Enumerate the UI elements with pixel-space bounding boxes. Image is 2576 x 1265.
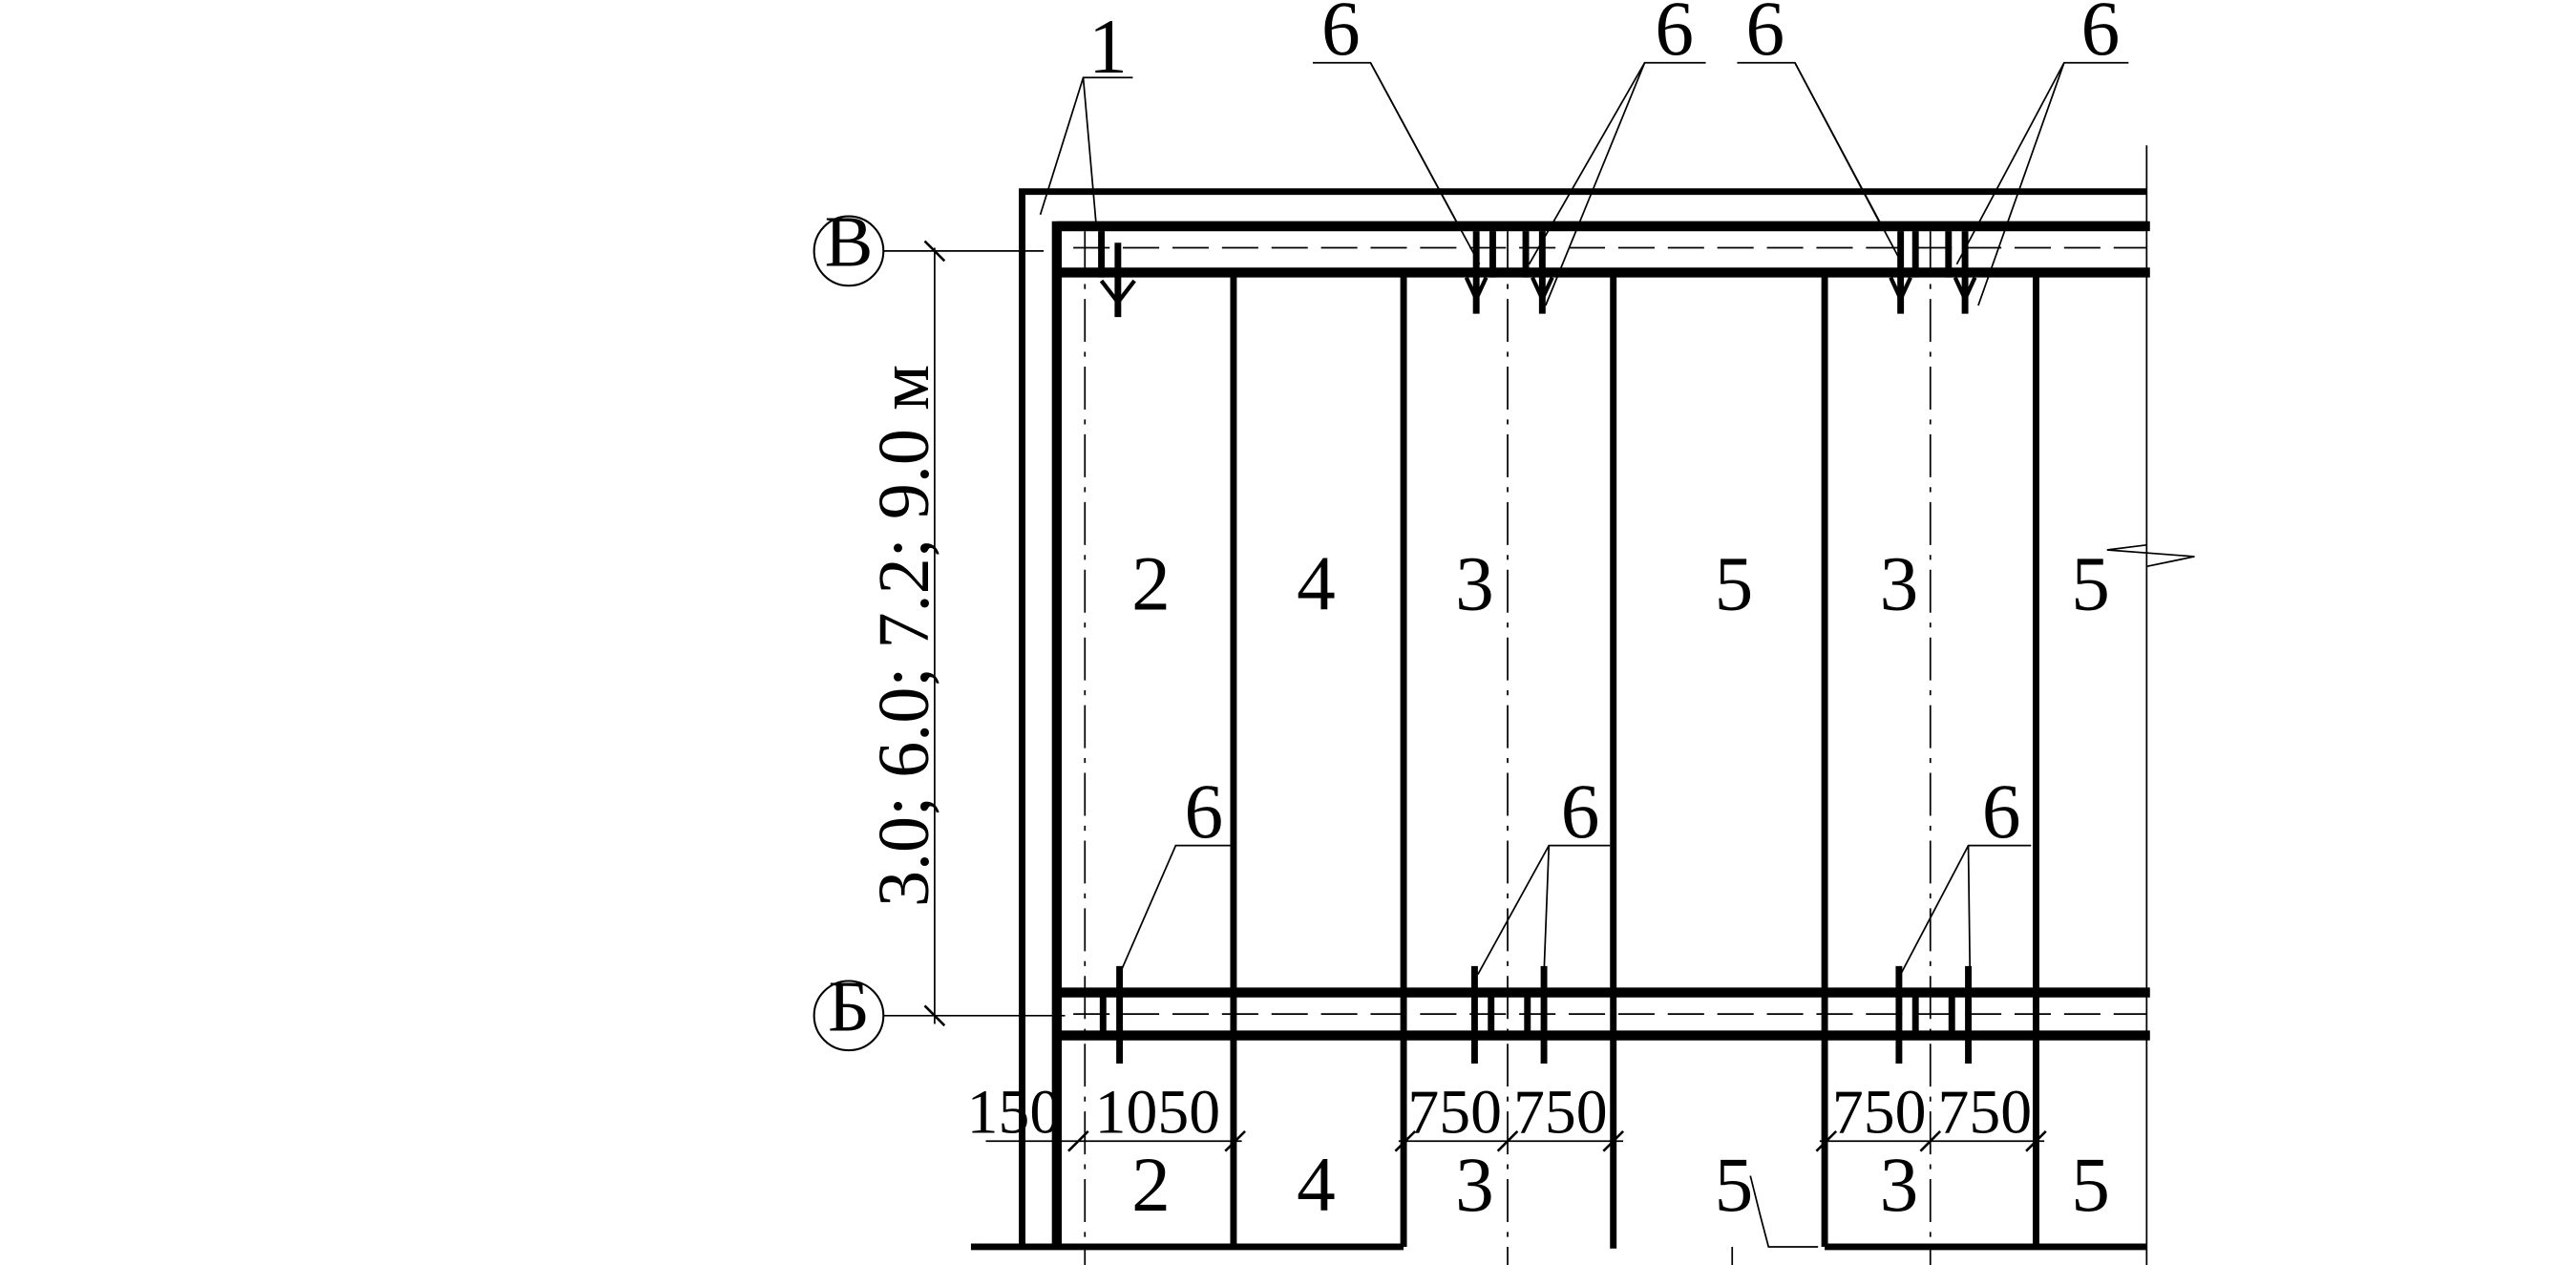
axis-label-upper: В — [825, 201, 874, 282]
fasteners-top — [1098, 231, 1977, 318]
panel-label: 5 — [1715, 1142, 1754, 1228]
leader-label-fastener: 6 — [1561, 769, 1600, 854]
panel-label: 3 — [1880, 1142, 1919, 1228]
leader-label-fastener: 6 — [1746, 0, 1785, 72]
fastener-top-4 — [1889, 231, 1919, 314]
panel-labels-main: 2 4 3 5 3 5 — [1131, 540, 2110, 626]
fastener-top-1 — [1098, 231, 1136, 318]
panel-label: 5 — [1715, 540, 1754, 626]
panel-label: 3 — [1455, 540, 1494, 626]
panel-label: 2 — [1131, 1142, 1171, 1228]
fastener-bottom-1 — [1099, 965, 1124, 1064]
top-rail — [1056, 221, 2150, 278]
dimension-label: 150 — [967, 1078, 1062, 1148]
fastener-bottom-2 — [1470, 965, 1495, 1064]
center-lines — [1084, 145, 2195, 1265]
dimension-label: 750 — [1938, 1078, 2033, 1148]
panel-labels-lower: 2 4 3 5 3 5 — [1131, 1142, 2110, 1228]
dimension-chain — [985, 1129, 2047, 1152]
leader-labels: 1 6 6 6 6 6 6 6 — [1088, 0, 2120, 854]
axis-label-lower: Б — [828, 966, 870, 1046]
leader-label-fastener: 6 — [1184, 769, 1223, 854]
span-dimension: 3.0; 6.0; 7.2; 9.0 м — [864, 240, 946, 1027]
panel-label: 2 — [1131, 540, 1171, 626]
fastener-top-5 — [1945, 231, 1977, 314]
axis-marker-upper: В — [813, 201, 1045, 287]
panel-label: 3 — [1455, 1142, 1494, 1228]
leader-label-fastener: 6 — [1321, 0, 1361, 72]
panel-label: 5 — [2071, 540, 2110, 626]
panel-label: 3 — [1880, 540, 1919, 626]
dimension-label: 750 — [1832, 1078, 1927, 1148]
dimension-label: 1050 — [1095, 1078, 1220, 1148]
bottom-rail — [1056, 987, 2150, 1041]
dimension-labels: 150 1050 750 750 750 750 — [967, 1078, 2033, 1148]
fastener-bottom-4 — [1895, 965, 1919, 1064]
leader-label-frame: 1 — [1088, 4, 1128, 90]
fastener-bottom-5 — [1948, 965, 1973, 1064]
leader-label-fastener: 6 — [2081, 0, 2121, 72]
leader-label-fastener: 6 — [1982, 769, 2021, 854]
fastener-bottom-3 — [1524, 965, 1548, 1064]
dimension-label: 750 — [1513, 1078, 1608, 1148]
dimension-label: 750 — [1407, 1078, 1502, 1148]
panel-joints — [1230, 275, 2039, 1249]
panel-label: 5 — [2071, 1142, 2110, 1228]
panel-label: 4 — [1297, 540, 1336, 626]
axis-marker-lower: Б — [813, 966, 1066, 1052]
leader-lines — [1039, 61, 2129, 975]
fasteners-bottom — [1099, 965, 1973, 1064]
leader-label-fastener: 6 — [1655, 0, 1694, 72]
span-dimension-label: 3.0; 6.0; 7.2; 9.0 м — [864, 365, 944, 907]
panel-label: 4 — [1297, 1142, 1336, 1228]
fastener-top-3 — [1522, 231, 1554, 314]
fastener-top-2 — [1464, 231, 1496, 314]
